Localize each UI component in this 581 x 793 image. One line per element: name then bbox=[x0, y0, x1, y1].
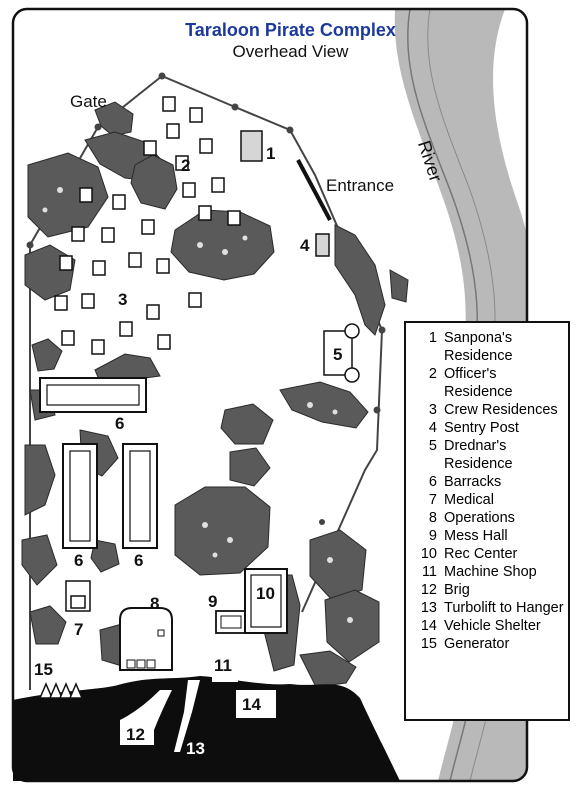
legend-number: 12 bbox=[420, 582, 437, 598]
tree-highlights bbox=[42, 187, 353, 623]
marker-6-right: 6 bbox=[134, 551, 144, 570]
marker-11: 11 bbox=[214, 656, 232, 675]
perimeter-fence bbox=[29, 74, 384, 613]
legend-text: Medical bbox=[444, 492, 494, 508]
legend-text: Operations bbox=[444, 510, 515, 526]
building-operations bbox=[119, 607, 173, 671]
legend-item: 3 Crew Residences bbox=[412, 401, 564, 419]
legend-item: 2 Officer's Residence bbox=[412, 365, 564, 401]
legend-text: Barracks bbox=[444, 474, 502, 490]
marker-15: 15 bbox=[34, 660, 53, 679]
marker-6-left: 6 bbox=[74, 551, 84, 570]
map-title: Taraloon Pirate Complex bbox=[185, 20, 396, 40]
building-vehicle-shelter bbox=[236, 690, 276, 718]
legend: 1 Sanpona's Residence 2 Officer's Residence… bbox=[404, 321, 570, 721]
legend-text: Officer's Residence bbox=[444, 366, 513, 400]
legend-number: 1 bbox=[428, 330, 437, 346]
marker-4: 4 bbox=[300, 236, 310, 255]
legend-number: 6 bbox=[428, 474, 437, 490]
legend-item: 10 Rec Center bbox=[412, 545, 564, 563]
legend-item: 9 Mess Hall bbox=[412, 527, 564, 545]
entrance-label: Entrance bbox=[326, 176, 395, 195]
residence-huts bbox=[54, 96, 241, 355]
building-sanpona bbox=[240, 130, 263, 162]
turbolift-shaft bbox=[174, 680, 200, 752]
tree-clusters bbox=[21, 101, 409, 688]
barracks bbox=[39, 377, 158, 549]
building-machine-shop bbox=[212, 650, 238, 682]
marker-13: 13 bbox=[186, 739, 205, 758]
legend-item: 14 Vehicle Shelter bbox=[412, 617, 564, 635]
legend-number: 11 bbox=[421, 564, 437, 580]
marker-14: 14 bbox=[242, 695, 261, 714]
legend-number: 7 bbox=[428, 492, 437, 508]
marker-10: 10 bbox=[256, 584, 275, 603]
legend-number: 13 bbox=[420, 600, 437, 616]
marker-2: 2 bbox=[181, 156, 191, 175]
marker-5: 5 bbox=[333, 345, 343, 364]
legend-number: 9 bbox=[428, 528, 437, 544]
legend-number: 14 bbox=[420, 618, 437, 634]
building-generator bbox=[38, 682, 84, 699]
marker-9: 9 bbox=[208, 592, 218, 611]
cliff-bays bbox=[120, 650, 276, 752]
legend-number: 5 bbox=[428, 438, 437, 454]
legend-text: Machine Shop bbox=[444, 564, 537, 580]
legend-item: 7 Medical bbox=[412, 491, 564, 509]
building-sentry-post bbox=[315, 233, 330, 257]
legend-item: 8 Operations bbox=[412, 509, 564, 527]
cliff bbox=[13, 676, 400, 781]
legend-number: 10 bbox=[420, 546, 437, 562]
legend-number: 4 bbox=[428, 420, 437, 436]
legend-number: 15 bbox=[420, 636, 437, 652]
legend-text: Sanpona's Residence bbox=[444, 330, 513, 364]
building-drednar bbox=[323, 323, 360, 383]
legend-item: 13 Turbolift to Hanger bbox=[412, 599, 564, 617]
entrance-gap bbox=[296, 159, 332, 221]
building-medical bbox=[65, 580, 91, 612]
fence-posts bbox=[26, 72, 386, 525]
map-subtitle: Overhead View bbox=[232, 42, 349, 61]
legend-text: Generator bbox=[444, 636, 510, 652]
legend-item: 6 Barracks bbox=[412, 473, 564, 491]
legend-text: Vehicle Shelter bbox=[444, 618, 541, 634]
legend-item: 5 Drednar's Residence bbox=[412, 437, 564, 473]
legend-number: 8 bbox=[428, 510, 437, 526]
legend-number: 3 bbox=[428, 402, 437, 418]
marker-1: 1 bbox=[266, 144, 276, 163]
building-mess-hall bbox=[215, 610, 247, 634]
legend-text: Drednar's Residence bbox=[444, 438, 513, 472]
legend-item: 4 Sentry Post bbox=[412, 419, 564, 437]
legend-item: 1 Sanpona's Residence bbox=[412, 329, 564, 365]
gate-label: Gate bbox=[70, 92, 107, 111]
building-brig bbox=[120, 690, 172, 745]
marker-7: 7 bbox=[74, 620, 84, 639]
legend-text: Rec Center bbox=[444, 546, 518, 562]
marker-3: 3 bbox=[118, 290, 128, 309]
legend-text: Brig bbox=[444, 582, 470, 598]
legend-item: 11 Machine Shop bbox=[412, 563, 564, 581]
marker-8: 8 bbox=[150, 594, 160, 613]
legend-number: 2 bbox=[428, 366, 437, 382]
legend-item: 15 Generator bbox=[412, 635, 564, 653]
legend-item: 12 Brig bbox=[412, 581, 564, 599]
legend-text: Mess Hall bbox=[444, 528, 508, 544]
marker-6-top: 6 bbox=[115, 414, 125, 433]
building-rec-center bbox=[244, 568, 288, 634]
marker-12: 12 bbox=[126, 725, 145, 744]
legend-text: Sentry Post bbox=[444, 420, 519, 436]
legend-text: Turbolift to Hanger bbox=[444, 600, 564, 616]
legend-text: Crew Residences bbox=[444, 402, 558, 418]
